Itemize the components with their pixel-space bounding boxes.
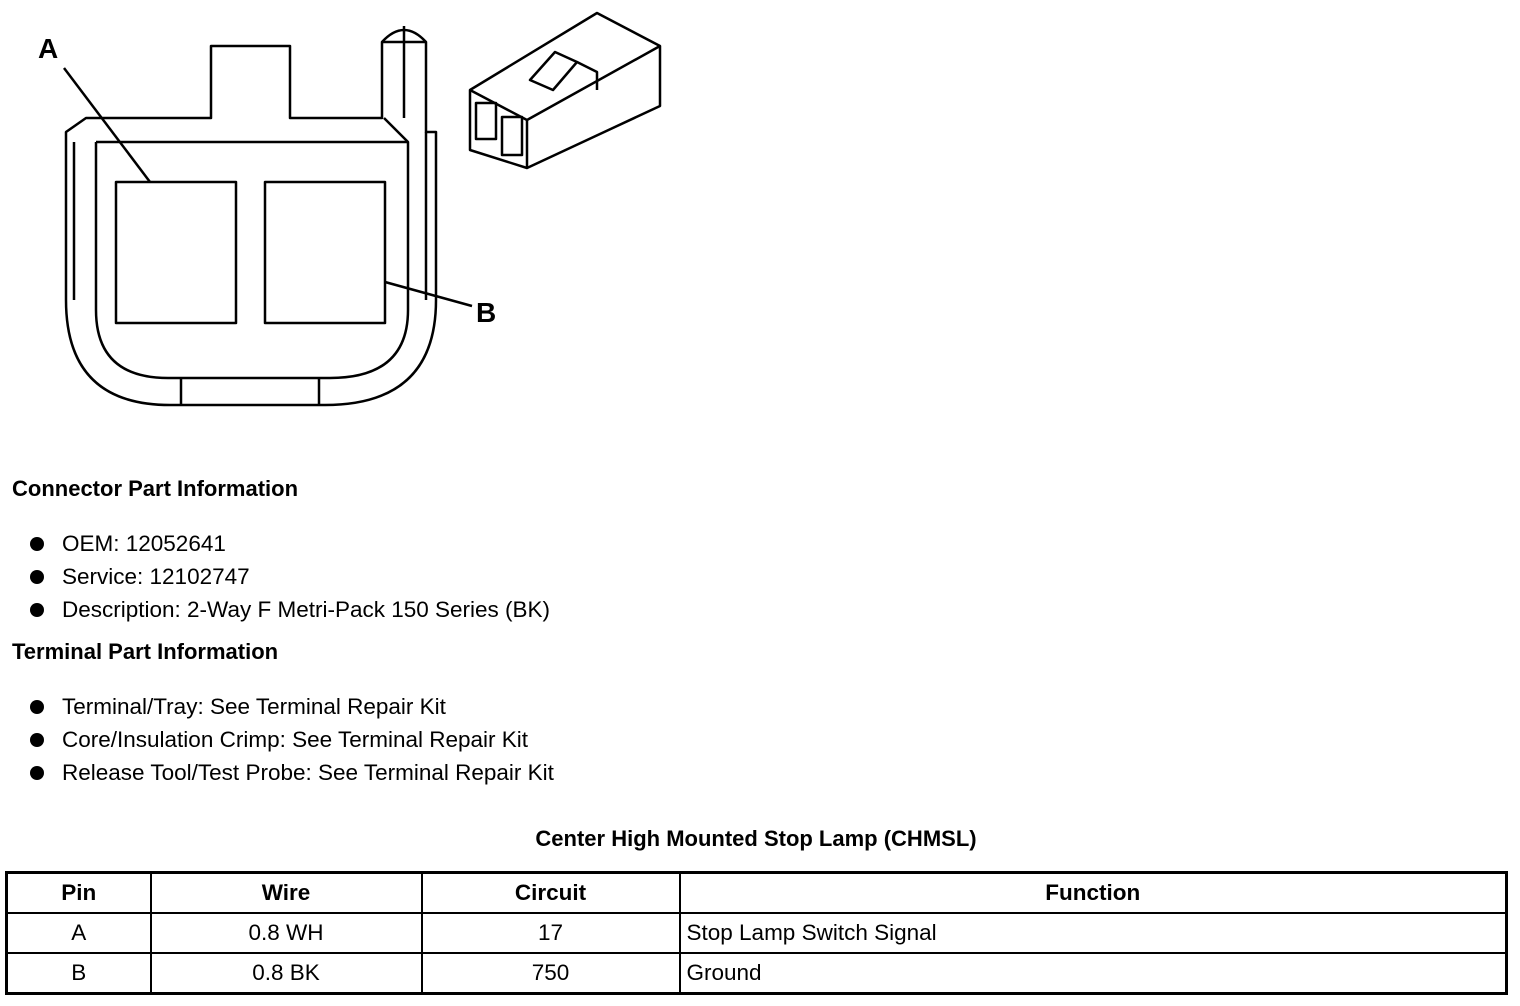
cell-function: Ground [678,952,1508,995]
table-title: Center High Mounted Stop Lamp (CHMSL) [535,826,977,851]
connector-outer-body [64,28,438,407]
pin-label-b: B [476,297,496,328]
table-header-row: Pin Wire Circuit Function [5,871,1508,914]
terminal-info-list: Terminal/Tray: See Terminal Repair Kit C… [28,690,554,789]
table-row: A 0.8 WH 17 Stop Lamp Switch Signal [5,912,1508,954]
cell-circuit: 750 [420,952,681,995]
list-item: Core/Insulation Crimp: See Terminal Repa… [28,723,554,756]
cell-wire: 0.8 WH [149,912,423,954]
cell-function: Stop Lamp Switch Signal [678,912,1508,954]
list-item: Service: 12102747 [28,560,550,593]
list-item: Description: 2-Way F Metri-Pack 150 Seri… [28,593,550,626]
bullet-icon [30,570,44,584]
cell-wire: 0.8 BK [149,952,423,995]
header-wire: Wire [149,871,423,914]
connector-isometric-view [468,11,662,170]
cell-circuit: 17 [420,912,681,954]
header-pin: Pin [5,871,152,914]
bullet-icon [30,603,44,617]
leader-line-a [63,67,151,183]
table-row: B 0.8 BK 750 Ground [5,952,1508,995]
cell-pin: B [5,952,152,995]
cavity-a [114,180,238,325]
list-item: Terminal/Tray: See Terminal Repair Kit [28,690,554,723]
connector-diagram: A B [0,0,700,440]
header-function: Function [678,871,1508,914]
bullet-icon [30,537,44,551]
connector-face-drawing: A B [38,11,662,407]
pin-label-a: A [38,33,58,64]
terminal-info-heading: Terminal Part Information [12,639,279,664]
bullet-icon [30,733,44,747]
header-circuit: Circuit [420,871,681,914]
leader-line-b [384,280,473,308]
connector-info-list: OEM: 12052641 Service: 12102747 Descript… [28,527,550,626]
cavity-b [263,180,387,325]
bullet-icon [30,766,44,780]
list-item: Release Tool/Test Probe: See Terminal Re… [28,756,554,789]
pin-table: Pin Wire Circuit Function A 0.8 WH 17 St… [5,871,1508,995]
connector-info-heading: Connector Part Information [12,476,299,501]
bullet-icon [30,700,44,714]
cell-pin: A [5,912,152,954]
connector-inner-body [94,117,410,380]
list-item: OEM: 12052641 [28,527,550,560]
